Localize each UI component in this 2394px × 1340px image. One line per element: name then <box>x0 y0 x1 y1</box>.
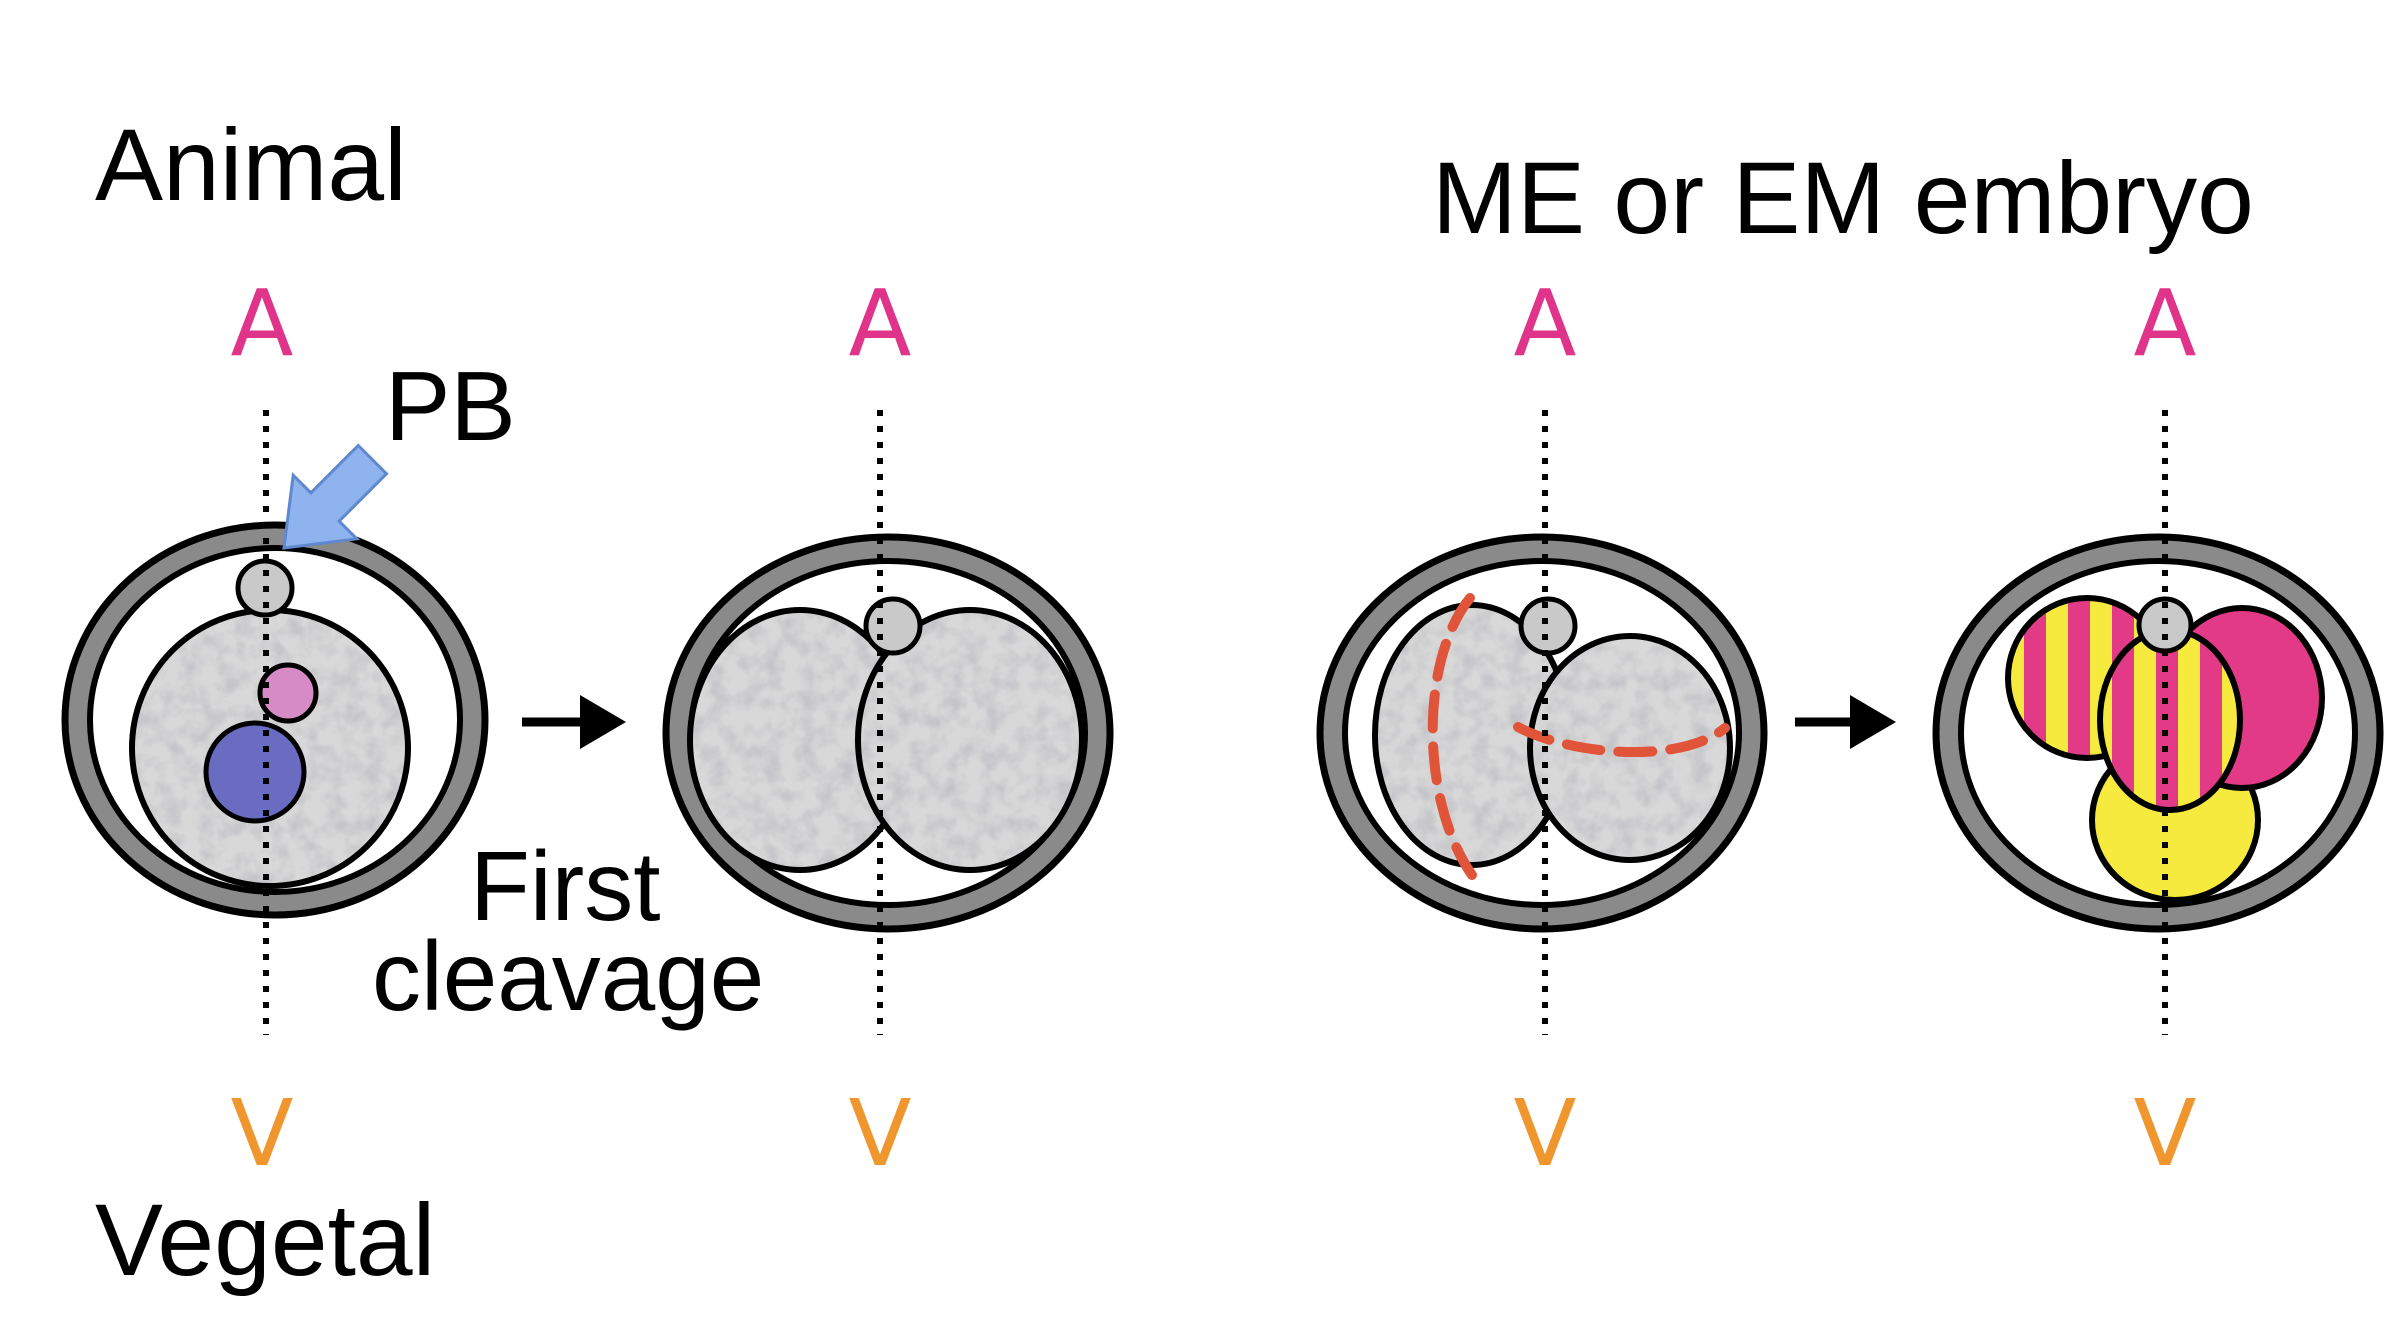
vegetal-pole-label: V <box>1514 1080 1577 1187</box>
animal-pole-label: A <box>231 270 294 377</box>
vegetal-pole-label: V <box>231 1080 294 1187</box>
polar-body <box>863 596 923 656</box>
animal-label: Animal <box>95 108 407 222</box>
animal-pole-label: A <box>2134 270 2197 377</box>
vegetal-pole-label: V <box>2134 1080 2197 1187</box>
pole-labels: A A A A V V V V <box>231 270 2197 1187</box>
embryo-two-cell <box>662 533 1114 933</box>
animal-pole-label: A <box>849 270 912 377</box>
arrow-right-icon <box>522 695 626 749</box>
arrow-right-icon <box>1795 695 1896 749</box>
pb-pointer-arrow-icon <box>282 443 389 550</box>
animal-pole-label: A <box>1514 270 1577 377</box>
cleavage-plane-vertical <box>1427 593 1477 880</box>
cleavage-plane-horizontal <box>1513 722 1730 758</box>
pronucleus-small <box>257 662 319 724</box>
first-label: First <box>470 831 661 941</box>
vegetal-label: Vegetal <box>95 1183 435 1297</box>
embryo-zygote <box>61 521 489 919</box>
embryo-four-cell <box>1932 533 2384 933</box>
pronucleus-large <box>203 720 307 824</box>
vegetal-pole-label: V <box>849 1080 912 1187</box>
blastomere-striped-center <box>2097 627 2243 813</box>
pb-label: PB <box>385 351 516 461</box>
me-em-embryo-label: ME or EM embryo <box>1432 141 2254 255</box>
cleavage-label: cleavage <box>372 921 764 1031</box>
